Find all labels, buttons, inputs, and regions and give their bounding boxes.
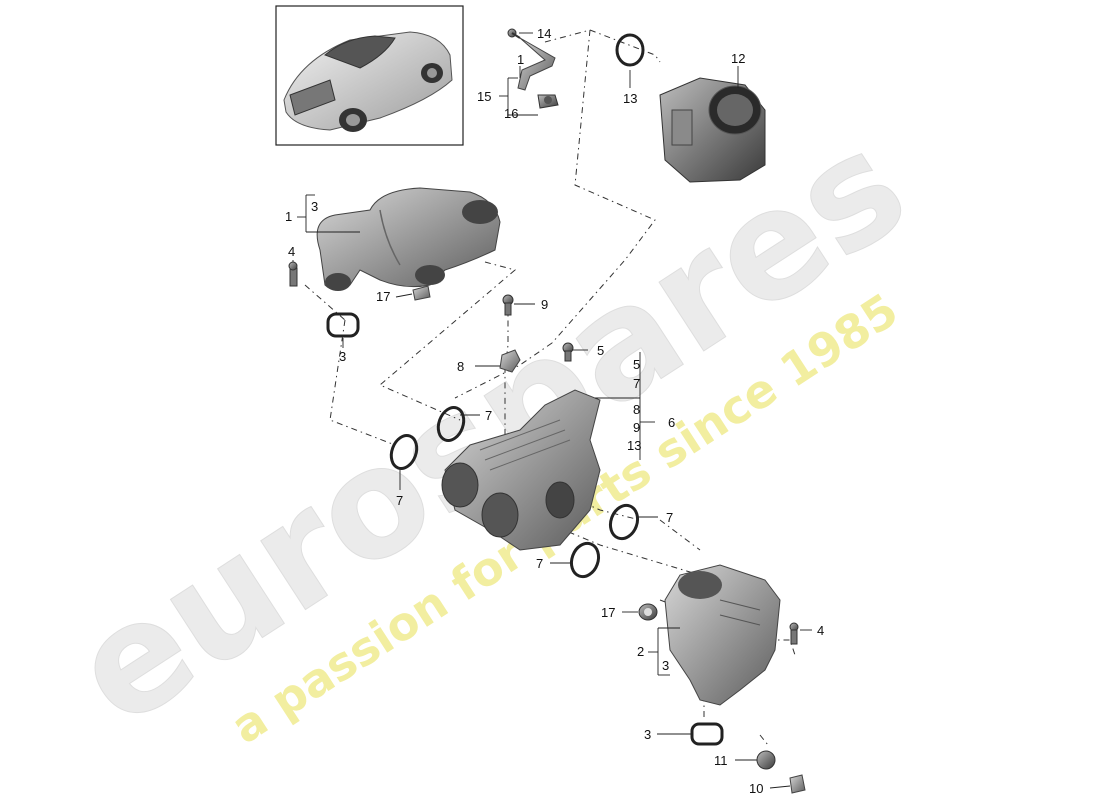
callout-7-right: 7: [666, 510, 673, 525]
vehicle-thumbnail: [275, 5, 464, 146]
intake-pipe-upper: [316, 187, 501, 291]
clip-17-upper: [412, 285, 431, 301]
seal-ring-3-left: [326, 312, 360, 338]
callout-5-bracket: 5: [633, 357, 640, 372]
callout-10: 10: [749, 781, 763, 796]
callout-1: 1: [285, 209, 292, 224]
callout-8-single: 8: [457, 359, 464, 374]
callout-16: 16: [504, 106, 518, 121]
callout-15: 15: [477, 89, 491, 104]
callout-1-small: 1: [517, 52, 524, 67]
screw-4-right: [789, 622, 799, 645]
cap-11: [756, 750, 776, 770]
callout-4-right: 4: [817, 623, 824, 638]
sensor-8: [499, 349, 521, 373]
callout-6: 6: [668, 415, 675, 430]
assembly-lines: [304, 29, 796, 746]
callout-13-bracket: 13: [627, 438, 641, 453]
callout-labels: 14 1 15 16 12 13 1 3 4 17 9 3 5 8 5 7 8 …: [285, 26, 824, 796]
callout-17-upper: 17: [376, 289, 390, 304]
throttle-body: [659, 77, 766, 183]
callout-7-bracket: 7: [633, 376, 640, 391]
callout-3-bracket: 3: [311, 199, 318, 214]
leader-lines: [292, 32, 812, 789]
seal-rings-7: [389, 406, 640, 579]
sensor-10: [789, 774, 806, 794]
callout-5-single: 5: [597, 343, 604, 358]
callout-7-upper: 7: [485, 408, 492, 423]
seal-ring-3-lower: [690, 722, 724, 746]
bracket-assembly: [507, 28, 559, 109]
callout-13-top: 13: [623, 91, 637, 106]
callout-17-lower: 17: [601, 605, 615, 620]
screw-4-left: [288, 261, 298, 287]
callout-8-bracket: 8: [633, 402, 640, 417]
callout-7-left: 7: [396, 493, 403, 508]
callout-3-lower: 3: [644, 727, 651, 742]
callout-12: 12: [731, 51, 745, 66]
seal-ring-13: [615, 33, 645, 67]
intake-pipe-lower: [664, 564, 781, 706]
callout-2: 2: [637, 644, 644, 659]
callout-3-left: 3: [339, 349, 346, 364]
screw-5: [562, 342, 574, 362]
callout-11: 11: [714, 753, 728, 768]
callout-9-bracket: 9: [633, 420, 640, 435]
callout-3-bracket-lower: 3: [662, 658, 669, 673]
clip-17-lower: [638, 603, 658, 621]
callout-4-left: 4: [288, 244, 295, 259]
callout-7-lower: 7: [536, 556, 543, 571]
watermark-brand: eurospares: [45, 98, 935, 760]
callout-14: 14: [537, 26, 551, 41]
callout-9-single: 9: [541, 297, 548, 312]
intake-manifold-main: [441, 389, 601, 551]
watermark: eurospares a passion for parts since 198…: [44, 97, 935, 760]
screw-9: [502, 294, 514, 316]
